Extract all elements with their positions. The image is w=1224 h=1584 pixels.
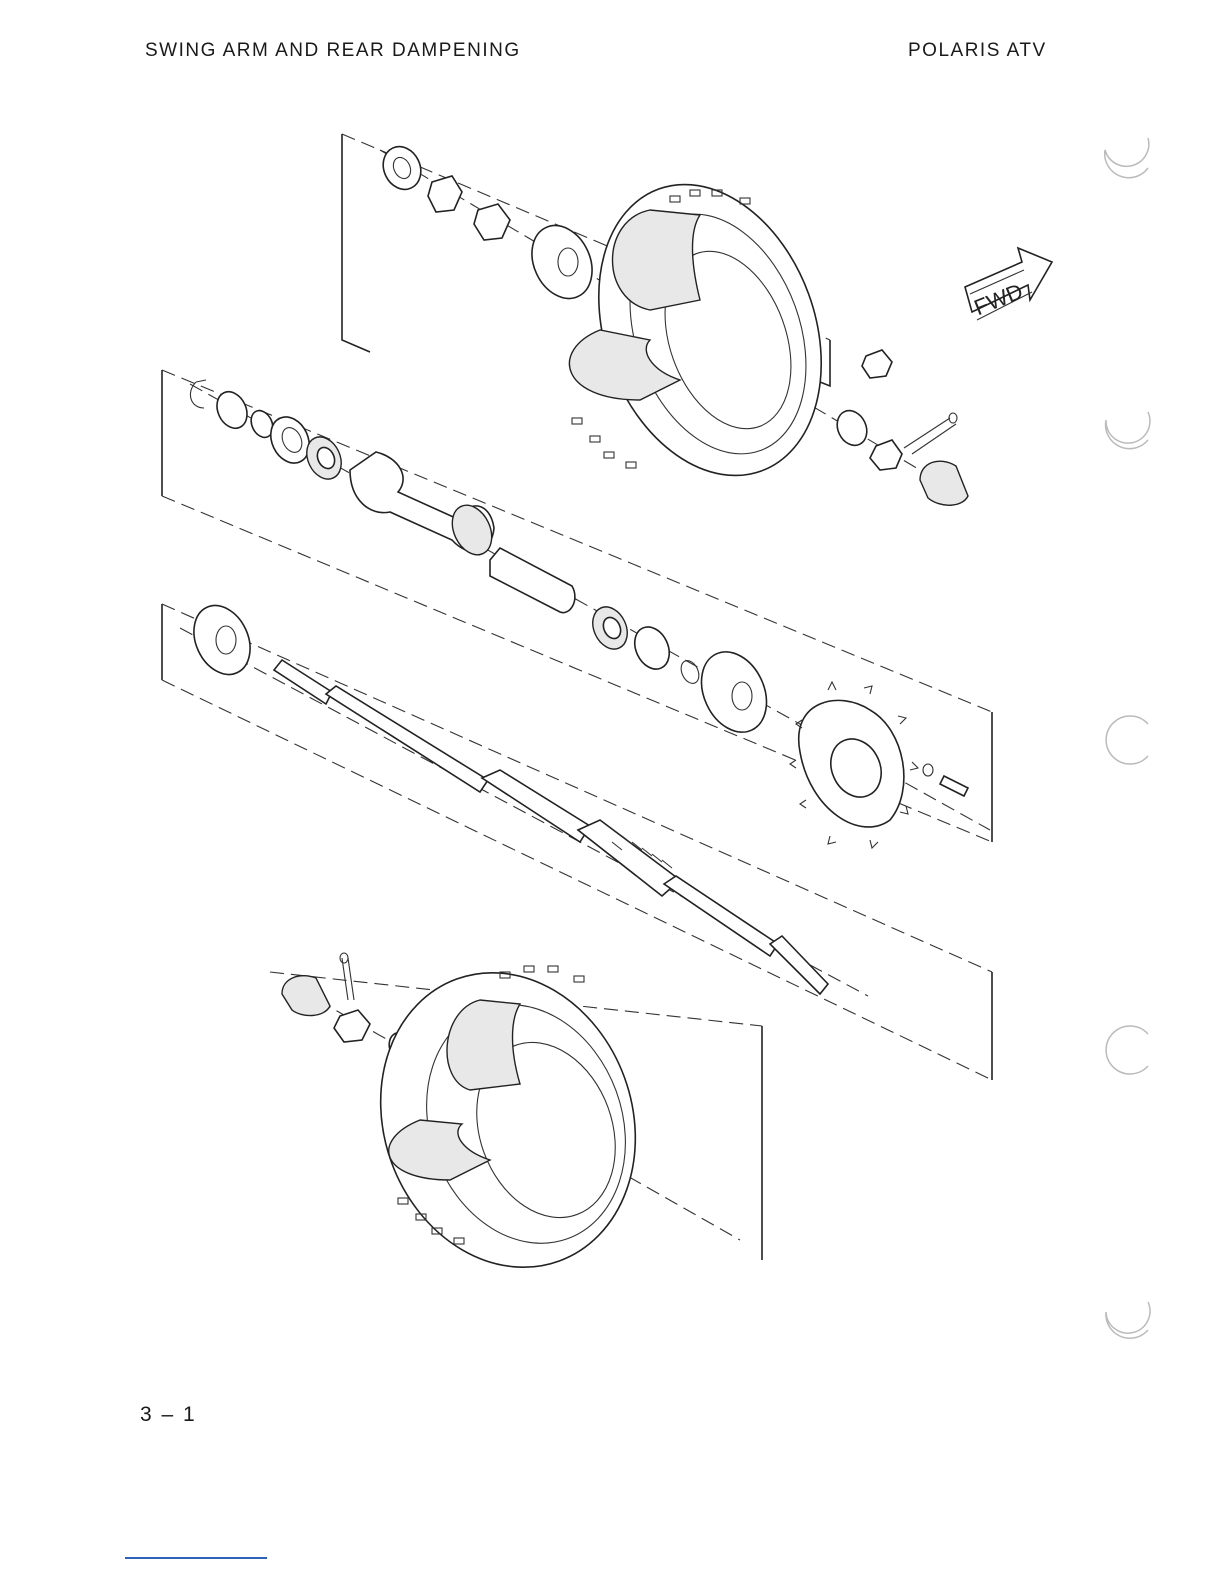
washer xyxy=(376,140,427,195)
hub-cap xyxy=(282,976,330,1016)
snap-ring xyxy=(190,380,206,408)
seal xyxy=(628,621,676,674)
sprocket-hub xyxy=(689,641,779,742)
o-ring xyxy=(678,658,703,687)
page-number: 3 – 1 xyxy=(140,1403,197,1427)
spacer-tube xyxy=(490,548,575,613)
bearing-carrier-assembly xyxy=(190,380,968,848)
upper-tire xyxy=(560,153,860,507)
wheel-hub xyxy=(521,216,604,309)
lower-wheel-assembly xyxy=(282,937,676,1304)
fwd-arrow-icon: FWD xyxy=(965,248,1052,320)
binder-hole-icon xyxy=(1105,138,1150,1338)
lower-tire xyxy=(340,937,676,1304)
bolt xyxy=(940,776,968,796)
footer-rule xyxy=(125,1557,267,1559)
tire-cutaway xyxy=(613,210,701,310)
axle-flange xyxy=(183,596,261,683)
axle-nut xyxy=(862,350,892,378)
castle-nut xyxy=(870,440,902,470)
cotter-pin xyxy=(904,418,956,454)
cotter-pin xyxy=(342,958,354,1000)
castle-nut xyxy=(334,1010,370,1042)
lock-nut xyxy=(474,204,510,240)
hub-cap xyxy=(920,461,968,505)
washer xyxy=(923,764,933,776)
washer xyxy=(832,406,873,450)
castle-nut xyxy=(428,176,462,212)
upper-wheel-assembly xyxy=(376,140,968,506)
spacer xyxy=(211,387,252,433)
